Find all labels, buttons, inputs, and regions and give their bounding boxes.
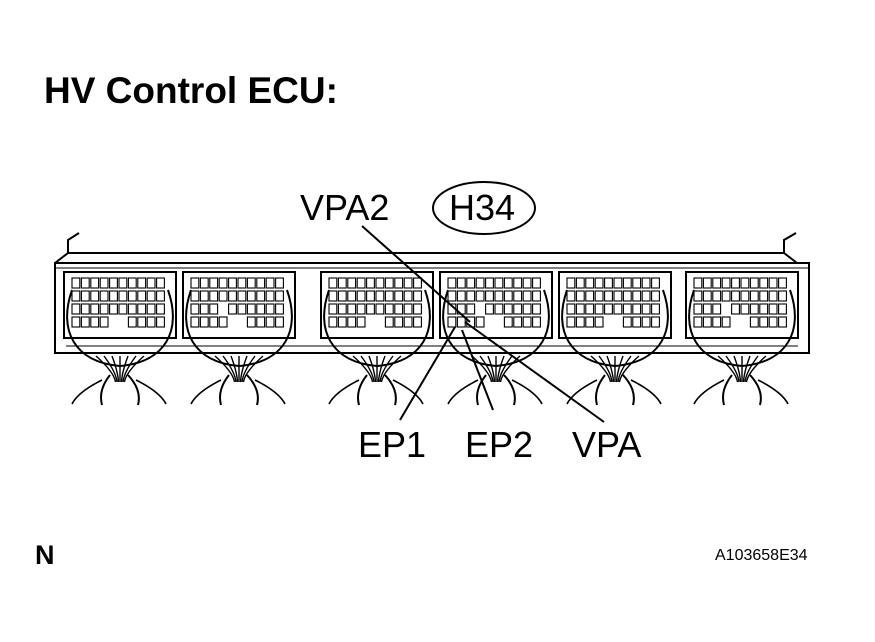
leader-ep2 [461,329,494,411]
connector-block [320,271,434,406]
figure-id: A103658E34 [715,547,808,564]
connector-block [182,271,296,406]
terminal-label-ep1: EP1 [358,424,427,465]
diagram-title: HV Control ECU: [44,70,338,111]
terminal-label-ep2: EP2 [465,424,534,465]
ecu-housing [54,232,810,354]
connector-blocks [63,271,799,406]
corner-mark: N [35,540,55,570]
leader-lines [361,225,605,423]
connector-id-label: H34 [449,187,516,228]
connector-block [439,271,553,406]
terminal-label-vpa: VPA [572,424,642,465]
leader-vpa [464,321,605,423]
connector-block [685,271,799,406]
terminal-label-vpa2: VPA2 [300,187,390,228]
connector-block [63,271,177,406]
leader-ep1 [399,326,456,421]
connector-block [558,271,672,406]
leader-vpa2 [361,225,471,323]
connector-id-oval [432,181,536,235]
